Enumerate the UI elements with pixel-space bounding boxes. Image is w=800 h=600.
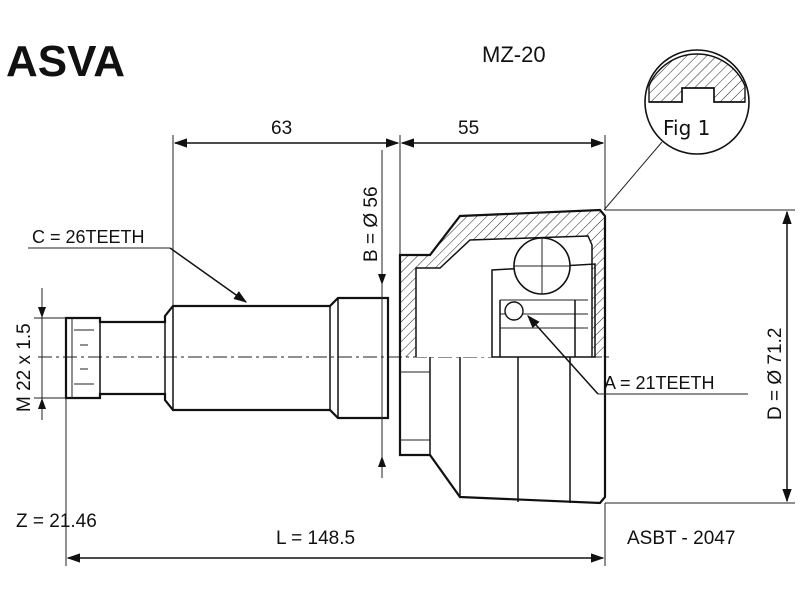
dimension-d: D = Ø 71.2 [605, 209, 795, 504]
note-a-label: A = 21TEETH [604, 373, 715, 393]
dimension-b-label: B = Ø 56 [361, 186, 382, 262]
dimension-55: 55 [400, 118, 606, 210]
part-number: MZ-20 [482, 42, 546, 67]
cv-joint-housing [398, 208, 607, 505]
z-value: Z = 21.46 [16, 511, 97, 532]
dimension-m-label: M 22 x 1.5 [14, 323, 35, 412]
dimension-m: M 22 x 1.5 [14, 288, 66, 420]
brand-title: ASVA [6, 37, 125, 86]
dimension-55-label: 55 [458, 118, 479, 139]
fig-label: Fig 1 [663, 116, 710, 140]
dimension-63: 63 [172, 118, 401, 306]
dimension-b: B = Ø 56 [361, 150, 386, 478]
note-a-teeth: A = 21TEETH [527, 314, 748, 395]
fig1-detail: Fig 1 [603, 49, 750, 211]
note-c-label: C = 26TEETH [32, 227, 145, 247]
dimension-63-label: 63 [271, 118, 292, 139]
dimension-l-label: L = 148.5 [276, 528, 355, 549]
fig1-leader-line [603, 141, 663, 211]
cv-joint-shaft [64, 296, 390, 420]
dimension-l: L = 148.5 [65, 398, 606, 566]
reference-number: ASBT - 2047 [627, 528, 735, 549]
dimension-d-label: D = Ø 71.2 [765, 328, 786, 420]
note-c-teeth: C = 26TEETH [28, 227, 248, 303]
